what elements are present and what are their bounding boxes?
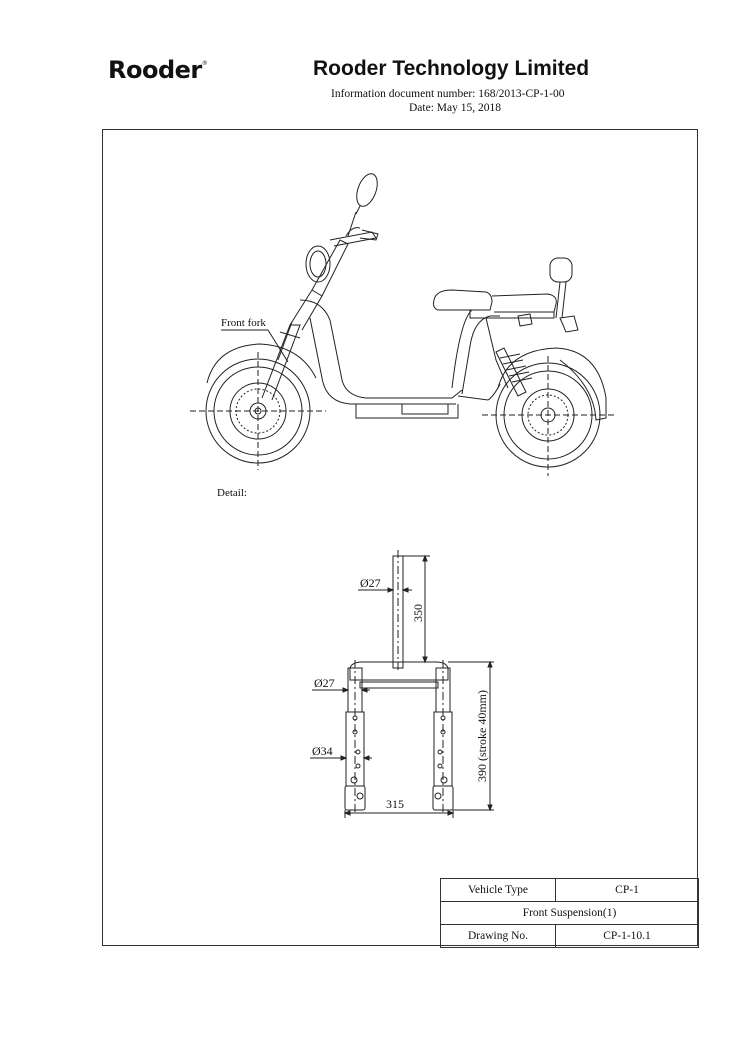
backrest [517,257,579,333]
front-suspension-detail [344,550,454,815]
stem-diameter-dim: Ø27 [360,576,381,590]
drawing-no-value: CP-1-10.1 [555,924,699,948]
scooter-illustration [190,173,614,476]
scooter-body [299,299,509,419]
drawing-no-label: Drawing No. [440,924,556,948]
stem-length-dim: 350 [411,604,425,622]
part-name-row: Front Suspension(1) [440,901,699,925]
rear-wheel [482,347,614,476]
drawing-frame [102,129,698,946]
part-name: Front Suspension(1) [440,901,699,925]
company-name: Rooder Technology Limited [313,57,590,80]
registered-mark: ® [201,60,208,67]
logo-text: Rooder [108,56,202,84]
front-fork [261,239,349,401]
vehicle-type-value: CP-1 [555,878,699,902]
width-dim: 315 [386,797,404,811]
title-block: Vehicle Type CP-1 Front Suspension(1) Dr… [440,878,699,948]
document-date: Date: May 15, 2018 [409,102,501,114]
front-wheel [190,343,326,470]
headlight-handlebar [305,173,379,283]
detail-label: Detail: [217,487,247,499]
rear-shock [495,347,533,397]
document-number: Information document number: 168/2013-CP… [331,88,565,100]
seat [433,289,557,319]
company-logo: Rooder® [108,56,208,84]
vehicle-type-label: Vehicle Type [440,878,556,902]
front-fork-callout: Front fork [221,317,266,329]
dimension-lines [310,554,494,818]
tube-diameter-lower-dim: Ø34 [312,744,333,758]
vehicle-type-row: Vehicle Type CP-1 [440,878,699,902]
height-dim: 390 (stroke 40mm) [475,690,489,782]
drawing-no-row: Drawing No. CP-1-10.1 [440,924,699,948]
tube-diameter-top-dim: Ø27 [314,676,335,690]
